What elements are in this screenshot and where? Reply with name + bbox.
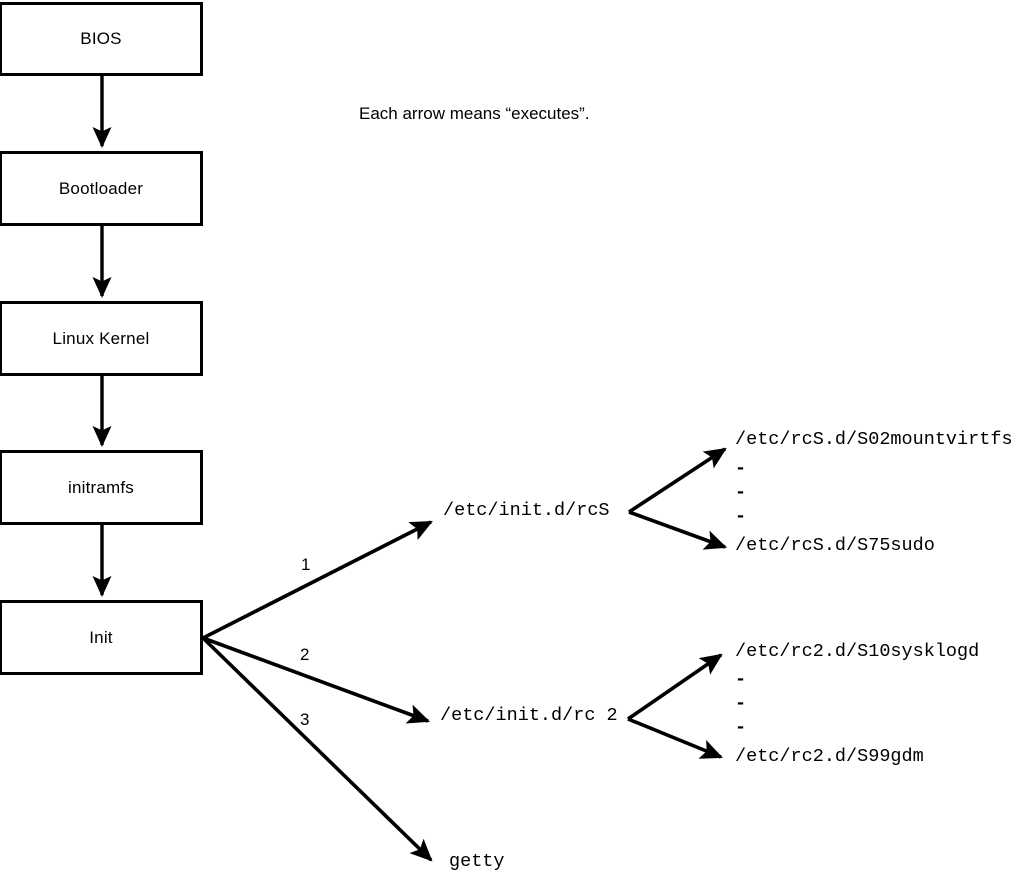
rcs-ellipsis-dash-1: - bbox=[735, 458, 747, 479]
edge-label-3: 3 bbox=[300, 710, 310, 729]
node-linux-kernel-label: Linux Kernel bbox=[52, 328, 150, 348]
diagram-caption: Each arrow means “executes”. bbox=[359, 104, 590, 123]
rc2-script-first[interactable]: /etc/rc2.d/S10sysklogd bbox=[735, 641, 980, 662]
node-bootloader[interactable]: Bootloader bbox=[0, 151, 203, 226]
edge-label-1: 1 bbox=[301, 555, 311, 574]
branch-target-rc2[interactable]: /etc/init.d/rc 2 bbox=[440, 705, 618, 726]
rcs-ellipsis-dash-3: - bbox=[735, 506, 747, 527]
node-init[interactable]: Init bbox=[0, 600, 203, 675]
branch-target-rcs[interactable]: /etc/init.d/rcS bbox=[443, 500, 610, 521]
rcs-ellipsis-dash-2: - bbox=[735, 482, 747, 503]
edge-label-2: 2 bbox=[300, 645, 310, 664]
rcs-script-last[interactable]: /etc/rcS.d/S75sudo bbox=[735, 535, 935, 556]
rc2-ellipsis-dash-1: - bbox=[735, 669, 747, 690]
arrow-rc2-to-first-script bbox=[626, 653, 723, 721]
node-initramfs[interactable]: initramfs bbox=[0, 450, 203, 525]
node-bootloader-label: Bootloader bbox=[58, 178, 144, 198]
arrow-init-to-rc2 bbox=[202, 636, 431, 724]
rc2-ellipsis-dash-2: - bbox=[735, 693, 747, 714]
node-init-label: Init bbox=[89, 627, 113, 647]
rcs-script-first[interactable]: /etc/rcS.d/S02mountvirtfs bbox=[735, 429, 1013, 450]
rc2-ellipsis-dash-3: - bbox=[735, 717, 747, 738]
node-bios-label: BIOS bbox=[80, 29, 122, 48]
arrow-init-to-getty bbox=[201, 636, 433, 862]
arrow-rcs-to-first-script bbox=[628, 447, 727, 514]
arrow-init-to-rcs bbox=[202, 520, 433, 640]
node-linux-kernel[interactable]: Linux Kernel bbox=[0, 301, 203, 376]
node-bios[interactable]: BIOS bbox=[0, 2, 203, 76]
arrow-rc2-to-last-script bbox=[627, 717, 723, 759]
rc2-script-last[interactable]: /etc/rc2.d/S99gdm bbox=[735, 746, 924, 767]
arrow-rcs-to-last-script bbox=[628, 510, 728, 550]
branch-target-getty[interactable]: getty bbox=[449, 851, 505, 872]
node-initramfs-label: initramfs bbox=[67, 477, 135, 497]
